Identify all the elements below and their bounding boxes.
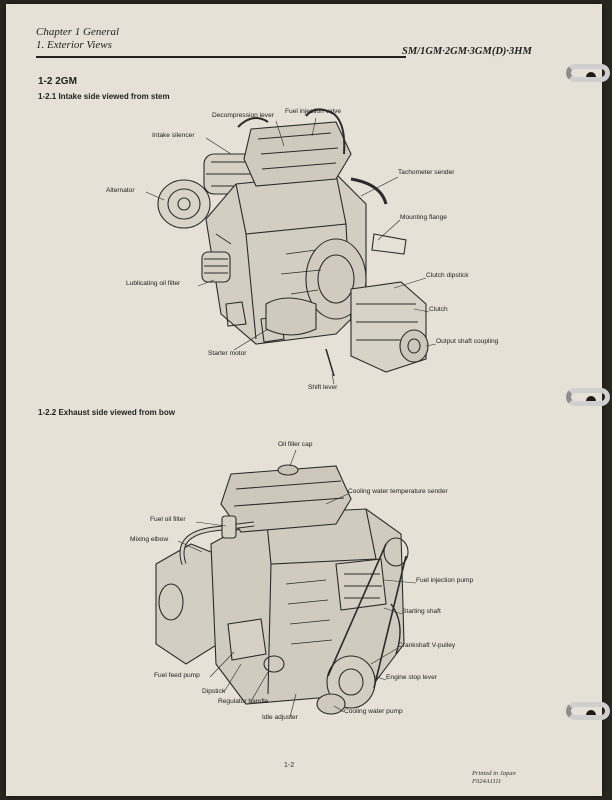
binder-ring (566, 702, 610, 720)
label-regulator-handle: Regulator handle (218, 698, 269, 705)
label-clutch: Clutch (429, 306, 448, 313)
header-rule (36, 56, 406, 58)
label-fuel-oil-filter: Fuel oil filter (150, 516, 186, 523)
label-lubricating-oil-filter: Lublicating oil filter (126, 280, 181, 287)
document-code: F024A1111 (472, 778, 502, 785)
chapter-header: Chapter 1 General 1. Exterior Views (36, 26, 119, 52)
engine-drawing-intake (157, 108, 429, 377)
binder-ring (566, 388, 610, 406)
label-output-shaft-coupling: Output shaft coupling (436, 338, 499, 345)
label-shift-lever: Shift lever (308, 384, 338, 391)
label-clutch-dipstick: Clutch dipstick (426, 272, 469, 279)
label-mixing-elbow: Mixing elbow (130, 536, 169, 543)
label-alternator: Alternator (106, 187, 135, 194)
label-decompression-lever: Decompression lever (212, 112, 274, 119)
label-cooling-water-temperature-sender: Cooling water temperature sender (348, 488, 448, 495)
figure2-leader-lines (177, 449, 417, 718)
label-starting-shaft: Starting shaft (402, 608, 441, 615)
print-info: Printed in Japan F024A1111 (472, 770, 516, 786)
model-list: SM/1GM·2GM·3GM(D)·3HM (402, 46, 532, 57)
label-cooling-water-pump: Cooling water pump (344, 708, 403, 715)
section-name: 1. Exterior Views (36, 39, 112, 51)
engine-illustrations (145, 108, 437, 718)
chapter-title: Chapter 1 General (36, 26, 120, 38)
label-oil-filler-cap: Oil filler cap (278, 441, 313, 448)
binder-ring (566, 64, 610, 82)
figure1-leader-lines (145, 117, 437, 385)
label-tachometer-sender: Tachometer sender (398, 169, 455, 176)
label-engine-stop-lever: Engine stop lever (386, 674, 437, 681)
label-mounting-flange: Mounting flange (400, 214, 447, 221)
section-title: 1-2 2GM (38, 76, 77, 87)
label-dipstick: Dipstick (202, 688, 226, 695)
label-starter-motor: Starter motor (208, 350, 247, 357)
label-fuel-feed-pump: Fuel feed pump (154, 672, 200, 679)
label-fuel-injection-pump: Fuel injection pump (416, 577, 474, 584)
engine-drawing-exhaust (155, 464, 409, 715)
figure1-title: 1-2.1 Intake side viewed from stem (38, 92, 170, 101)
page-number: 1-2 (284, 762, 295, 769)
manual-page: Chapter 1 General 1. Exterior Views SM/1… (6, 4, 602, 796)
label-fuel-injection-valve: Fuel injection valve (285, 108, 342, 115)
label-idle-adjuster: Idle adjuster (262, 714, 298, 721)
printed-in: Printed in Japan (472, 770, 516, 777)
label-crankshaft-v-pulley: Crankshaft V-pulley (398, 642, 456, 649)
figure2-title: 1-2.2 Exhaust side viewed from bow (38, 408, 175, 417)
label-intake-silencer: Intake silencer (152, 132, 195, 139)
